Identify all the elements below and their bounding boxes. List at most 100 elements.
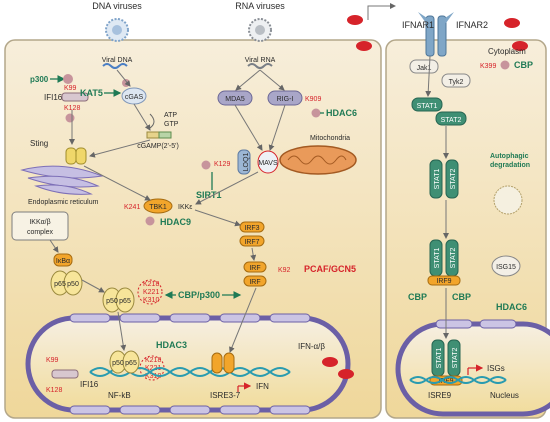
ikba-label: IκBα: [56, 258, 70, 265]
viral-rna-icon: [247, 63, 273, 69]
ifi16-protein: [61, 92, 89, 102]
isre37-label: ISRE3-7: [210, 391, 241, 400]
k310-residue-1: K310: [143, 297, 159, 304]
left-nucleus: [25, 313, 351, 415]
k99-residue: K99: [64, 85, 77, 92]
ifn-molecule: [322, 357, 338, 367]
stat2-label-1: STAT2: [441, 117, 462, 124]
ifn-molecule: [512, 41, 528, 51]
dna-virus-icon: [105, 18, 129, 42]
isg15-protein: [491, 255, 521, 277]
isre9-label: ISRE9: [428, 391, 452, 400]
tbk1-protein: [143, 198, 173, 214]
rigi-label: RIG-I: [277, 96, 294, 103]
irf7-protein: [239, 235, 265, 247]
ikk-complex-label-2: complex: [27, 229, 54, 236]
loq1-label: LOQ1: [243, 153, 250, 172]
cgas-label: cGAS: [125, 94, 144, 101]
p65-label-1: p65: [54, 281, 66, 288]
pathway-arrows: [49, 55, 449, 353]
ifi16-nuclear-protein: [51, 369, 79, 379]
k128-residue-nuclear: K128: [46, 387, 62, 394]
p50-p65-dimer: [102, 287, 135, 313]
ikke-label: IKKε: [178, 204, 192, 211]
rna-virus-icon: [248, 18, 272, 42]
viral-dna-label: Viral DNA: [102, 57, 133, 64]
irf7-label: IRF7: [244, 239, 259, 246]
k221-residue-1: K221: [143, 289, 159, 296]
ifnar1-label: IFNAR1: [402, 20, 434, 30]
hdac9-label: HDAC9: [160, 217, 191, 227]
gtp-label: GTP: [164, 121, 179, 128]
loq1-protein: [237, 149, 251, 175]
nfkb-label: NF-kB: [108, 391, 131, 400]
mitochondria: [279, 145, 357, 175]
irf3-label: IRF3: [244, 225, 259, 232]
hdac3-label: HDAC3: [156, 340, 187, 350]
ifn-molecule: [504, 18, 520, 28]
tbk1-label: TBK1: [149, 204, 167, 211]
mda5-label: MDA5: [225, 96, 245, 103]
right-nucleus: [395, 319, 550, 417]
k221-residue-2: K221: [145, 365, 161, 372]
k399-residue: K399: [480, 63, 496, 70]
ifn-label: IFN: [256, 382, 269, 391]
mavs-protein: [257, 150, 279, 174]
pcaf-label: PCAF/GCN5: [304, 264, 356, 274]
ifn-molecule: [338, 369, 354, 379]
ifn-molecule: [356, 41, 372, 51]
stat2-label-3: STAT2: [450, 248, 457, 269]
p50-label-1: p50: [67, 281, 79, 288]
stat1-label-1: STAT1: [417, 103, 438, 110]
acetyl-mark: [63, 74, 73, 84]
k310-residue-2: K310: [145, 373, 161, 380]
p65-label-3: p65: [125, 360, 137, 367]
tyk2-protein: [441, 73, 471, 88]
ifi16-label: IFI16: [44, 93, 63, 102]
irf3-protein: [239, 221, 265, 233]
cgamp-label: cGAMP(2'-5'): [137, 143, 179, 150]
irf-dimer-nuclear: [211, 352, 235, 374]
k92-residue: K92: [278, 267, 291, 274]
dna-viruses-label: DNA viruses: [92, 1, 142, 11]
ifnar-receptor: [418, 12, 454, 57]
cbp-label-2: CBP: [408, 292, 427, 302]
irf-label-1: IRF: [249, 265, 260, 272]
ifn-molecule: [347, 15, 363, 25]
irf9-label-1: IRF9: [436, 278, 451, 285]
stat1-protein: [411, 97, 443, 112]
hdac6-label-2: HDAC6: [496, 302, 527, 312]
mavs-label: MAVS: [258, 160, 278, 167]
isgf3-complex: [427, 239, 461, 286]
endoplasmic-reticulum: [20, 165, 104, 195]
atp-label: ATP: [164, 112, 177, 119]
p65-label-2: p65: [119, 298, 131, 305]
cbp-label-3: CBP: [452, 292, 471, 302]
sirt1-label: SIRT1: [196, 190, 222, 200]
jak1-protein: [409, 59, 439, 74]
cytoplasm-label: Cytoplasm: [488, 47, 526, 56]
autophagic-label-2: degradation: [490, 162, 530, 169]
k129-residue: K129: [214, 161, 230, 168]
viral-rna-label: Viral RNA: [245, 57, 276, 64]
ifnar2-label: IFNAR2: [456, 20, 488, 30]
cgamp-icon: [146, 131, 172, 139]
isgs-label: ISGs: [487, 364, 505, 373]
sting-protein: [65, 147, 87, 165]
stat2-label-2: STAT2: [450, 169, 457, 190]
k99-residue-nuclear: K99: [46, 357, 59, 364]
kat5-label: KAT5: [80, 88, 103, 98]
p50-label-2: p50: [106, 298, 118, 305]
k218-residue-1: K218: [143, 281, 159, 288]
mitochondria-label: Mitochondria: [310, 135, 350, 142]
jak1-label: Jak1: [417, 65, 432, 72]
stat-dimer: [429, 159, 459, 199]
hdac6-label-1: HDAC6: [326, 108, 357, 118]
cbp-label-1: CBP: [514, 60, 533, 70]
k909-residue: K909: [305, 96, 321, 103]
tyk2-label: Tyk2: [449, 79, 464, 86]
sting-label: Sting: [30, 139, 48, 148]
stat1-label-3: STAT1: [434, 248, 441, 269]
isg15-label: ISG15: [496, 264, 516, 271]
